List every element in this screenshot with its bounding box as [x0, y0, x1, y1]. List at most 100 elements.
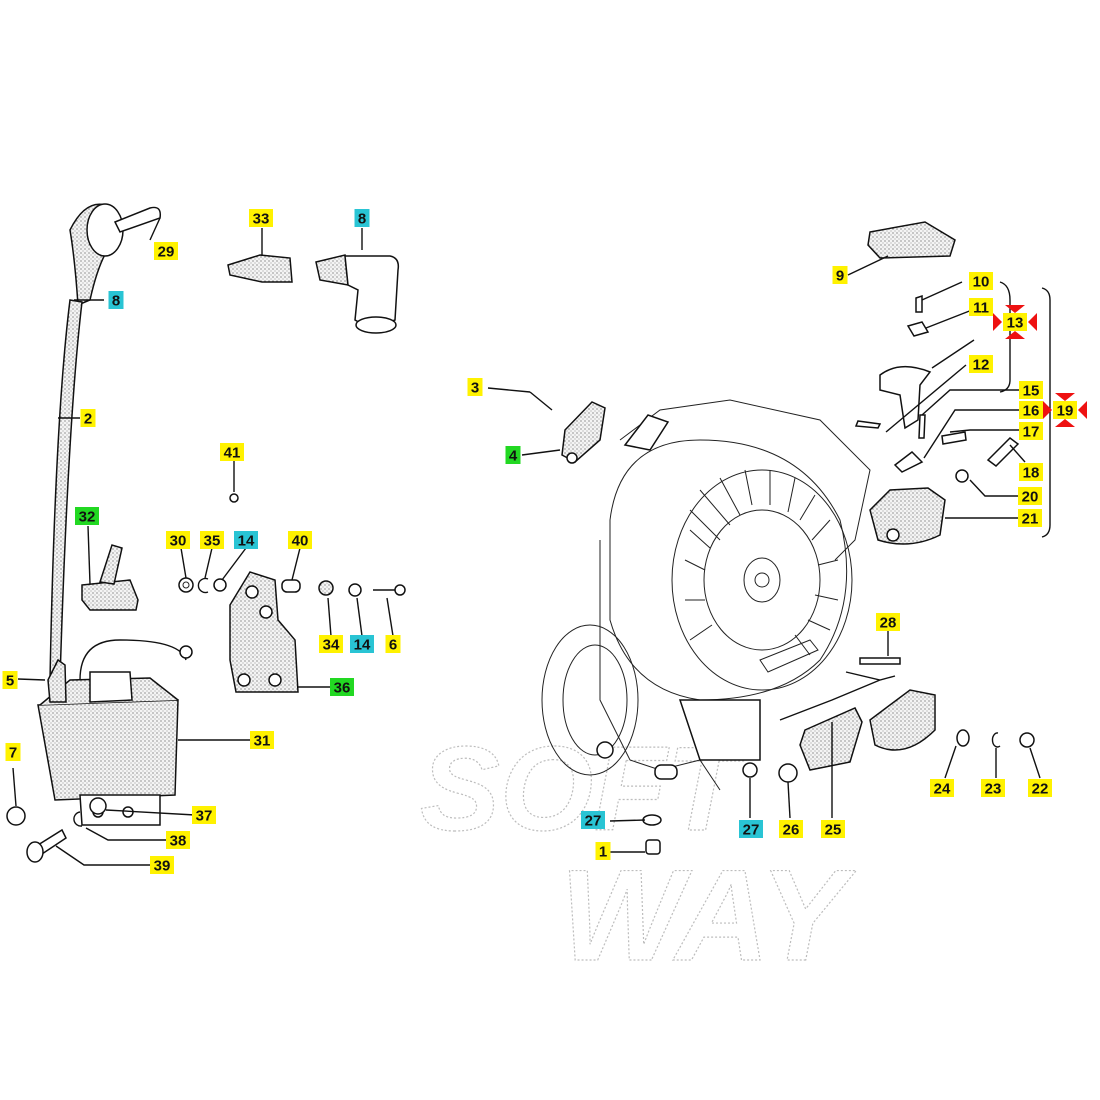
label-highlight	[385, 635, 401, 653]
watermark-line2: WAY	[560, 842, 857, 988]
part-label-4: 4	[505, 446, 521, 465]
label-text: 14	[354, 637, 371, 654]
label-highlight	[330, 678, 354, 696]
part-label-5: 5	[2, 671, 18, 690]
part-label-13: 13	[993, 305, 1037, 339]
part-label-35: 35	[200, 531, 224, 550]
label-text: 14	[238, 533, 255, 550]
label-highlight	[739, 820, 763, 838]
label-text: 3	[471, 380, 479, 397]
label-highlight	[2, 671, 18, 689]
label-text: 20	[1022, 489, 1039, 506]
pickup-4	[529, 391, 606, 464]
part-label-6: 6	[385, 635, 401, 654]
label-text: 34	[323, 637, 340, 654]
label-highlight	[350, 635, 374, 653]
part-label-31: 31	[250, 731, 274, 750]
label-text: 10	[973, 274, 990, 291]
part-label-40: 40	[288, 531, 312, 550]
label-text: 24	[934, 781, 951, 798]
label-highlight	[1019, 422, 1043, 440]
label-text: 6	[389, 637, 397, 654]
label-text: 28	[880, 615, 897, 632]
part-label-25: 25	[821, 820, 845, 839]
part-label-22: 22	[1028, 779, 1052, 798]
part-label-7: 7	[5, 743, 21, 762]
label-text: 27	[585, 813, 602, 830]
label-highlight	[249, 209, 273, 227]
part-label-28: 28	[876, 613, 900, 632]
part-label-33: 33	[249, 209, 273, 228]
part-label-39: 39	[150, 856, 174, 875]
label-text: 17	[1023, 424, 1040, 441]
label-text: 7	[9, 745, 17, 762]
label-highlight	[1018, 509, 1042, 527]
label-highlight	[150, 856, 174, 874]
red-marker-icon	[1043, 393, 1087, 427]
watermark: SOFT WAY	[419, 721, 857, 988]
label-text: 36	[334, 680, 351, 697]
spark-plug-cap-8	[315, 254, 400, 334]
label-highlight	[192, 806, 216, 824]
label-highlight	[220, 443, 244, 461]
bracket-36	[229, 571, 299, 693]
label-text: 1	[599, 844, 607, 861]
label-text: 19	[1057, 403, 1074, 420]
part-label-11: 11	[969, 298, 993, 317]
part-32	[81, 544, 139, 611]
red-marker-icon	[993, 305, 1037, 339]
leader-lines	[12, 217, 1051, 866]
label-text: 33	[253, 211, 270, 228]
label-highlight	[234, 531, 258, 549]
label-highlight	[832, 266, 848, 284]
label-highlight	[319, 635, 343, 653]
spark-plug-cap-33	[227, 254, 293, 283]
washers-row	[178, 493, 406, 597]
part-label-23: 23	[981, 779, 1005, 798]
coil-hardware	[6, 797, 107, 863]
label-text: 18	[1023, 465, 1040, 482]
label-text: 35	[204, 533, 221, 550]
part-label-32: 32	[75, 507, 99, 526]
part-label-2: 2	[80, 409, 96, 428]
part-label-8: 8	[108, 291, 124, 310]
label-highlight	[1019, 401, 1043, 419]
part-label-14: 14	[234, 531, 258, 550]
label-highlight	[288, 531, 312, 549]
part-label-14: 14	[350, 635, 374, 654]
label-highlight	[969, 355, 993, 373]
label-text: 4	[509, 448, 518, 465]
label-highlight	[595, 842, 611, 860]
label-highlight	[75, 507, 99, 525]
engine-housing	[541, 399, 871, 791]
part-label-37: 37	[192, 806, 216, 825]
part-label-30: 30	[166, 531, 190, 550]
label-text: 30	[170, 533, 187, 550]
part-label-18: 18	[1019, 463, 1043, 482]
label-highlight	[779, 820, 803, 838]
label-text: 27	[743, 822, 760, 839]
part-label-24: 24	[930, 779, 954, 798]
part-label-34: 34	[319, 635, 343, 654]
label-text: 23	[985, 781, 1002, 798]
label-text: 40	[292, 533, 309, 550]
label-text: 21	[1022, 511, 1039, 528]
label-highlight	[354, 209, 370, 227]
part-label-9: 9	[832, 266, 848, 285]
label-highlight	[250, 731, 274, 749]
part-label-16: 16	[1019, 401, 1043, 420]
label-text: 2	[84, 411, 92, 428]
label-text: 39	[154, 858, 171, 875]
label-highlight	[930, 779, 954, 797]
label-text: 26	[783, 822, 800, 839]
label-highlight	[166, 831, 190, 849]
part-label-41: 41	[220, 443, 244, 462]
label-highlight	[581, 811, 605, 829]
part-label-1: 1	[595, 842, 611, 861]
ht-cable-assembly	[49, 203, 162, 681]
label-highlight	[1019, 381, 1043, 399]
label-highlight	[1019, 463, 1043, 481]
part-label-38: 38	[166, 831, 190, 850]
label-text: 5	[6, 673, 14, 690]
